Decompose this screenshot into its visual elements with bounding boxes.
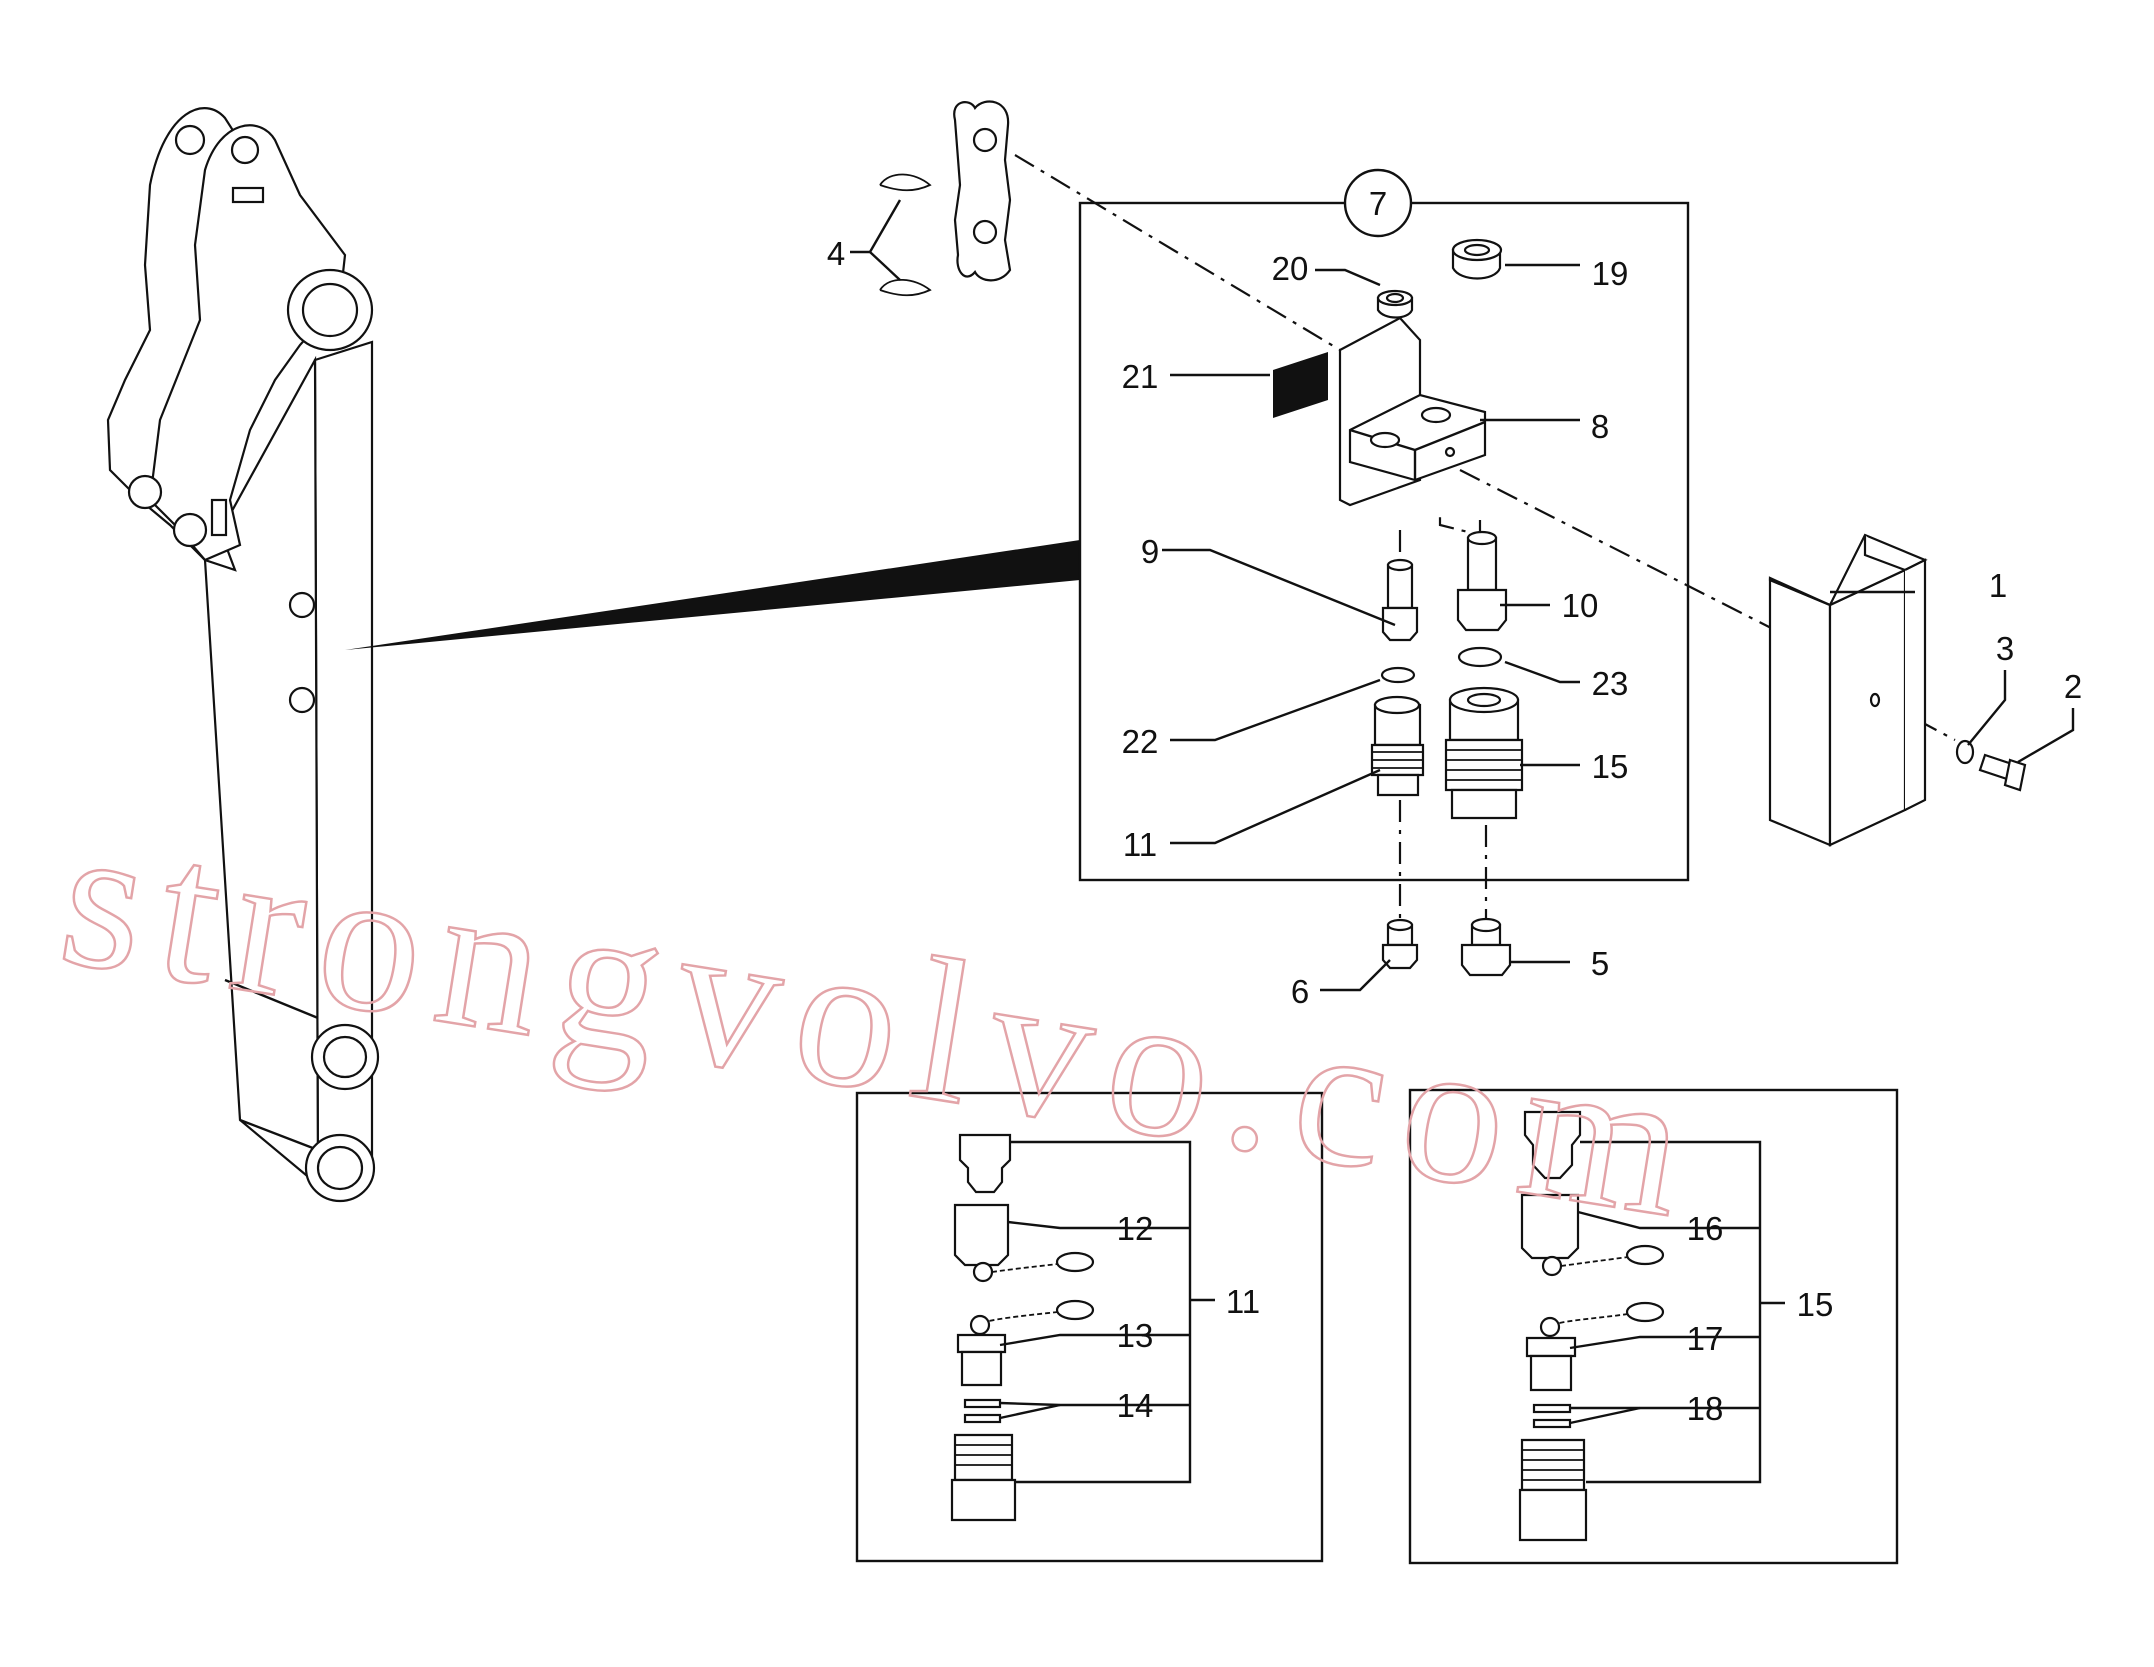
label-5: 5 [1591, 945, 1609, 982]
label-13: 13 [1117, 1317, 1154, 1354]
detail-pointer-wedge [345, 540, 1080, 650]
decal-21 [1273, 352, 1328, 418]
fitting-5 [1460, 917, 1512, 977]
label-10: 10 [1562, 587, 1599, 624]
callout-circle-text: 7 [1369, 185, 1387, 222]
ring-22 [1380, 666, 1416, 684]
label-22: 22 [1122, 723, 1159, 760]
nut-20 [1376, 289, 1414, 319]
coupling-11 [1370, 695, 1425, 797]
kit-15-parts [1518, 1110, 1665, 1542]
kit-15-title: 15 [1797, 1286, 1834, 1323]
kit-11-title: 11 [1226, 1283, 1260, 1320]
kit-11-leaders [999, 1140, 1215, 1484]
label-1: 1 [1989, 567, 2007, 604]
label-15: 15 [1592, 748, 1629, 785]
bolt-2 [1978, 753, 2027, 792]
nut-19 [1451, 238, 1503, 280]
kit-11-parts [950, 1133, 1095, 1522]
kit-15-leaders [1569, 1140, 1785, 1484]
washer-3 [1955, 739, 1975, 765]
label-2: 2 [2064, 668, 2082, 705]
fitting-6 [1381, 918, 1419, 970]
label-16: 16 [1687, 1210, 1724, 1247]
label-11: 11 [1123, 826, 1157, 863]
label-14: 14 [1117, 1387, 1154, 1424]
label-4: 4 [827, 235, 845, 272]
kit-box-11 [855, 1091, 1324, 1563]
callout-circle [1343, 168, 1413, 238]
label-17: 17 [1687, 1320, 1724, 1357]
label-20: 20 [1272, 250, 1309, 287]
watermark-text: strongvolvo.com [48, 780, 1717, 1263]
label-6: 6 [1291, 973, 1309, 1010]
bracket-8 [1338, 316, 1487, 507]
leader-lines [1162, 263, 2075, 992]
ring-23 [1457, 646, 1503, 668]
boom-arm-drawing [106, 107, 380, 1203]
label-23: 23 [1592, 665, 1629, 702]
coupling-15 [1444, 686, 1524, 820]
kit-box-15 [1408, 1088, 1899, 1565]
label-3: 3 [1996, 630, 2014, 667]
label-19: 19 [1592, 255, 1629, 292]
nipple-9 [1381, 558, 1419, 642]
label-21: 21 [1122, 358, 1159, 395]
label-8: 8 [1591, 408, 1609, 445]
label-9: 9 [1141, 533, 1159, 570]
clip-assembly [850, 100, 1012, 297]
label-12: 12 [1117, 1210, 1154, 1247]
cover-1 [1768, 533, 1928, 847]
label-18: 18 [1687, 1390, 1724, 1427]
nipple-10 [1456, 530, 1508, 632]
